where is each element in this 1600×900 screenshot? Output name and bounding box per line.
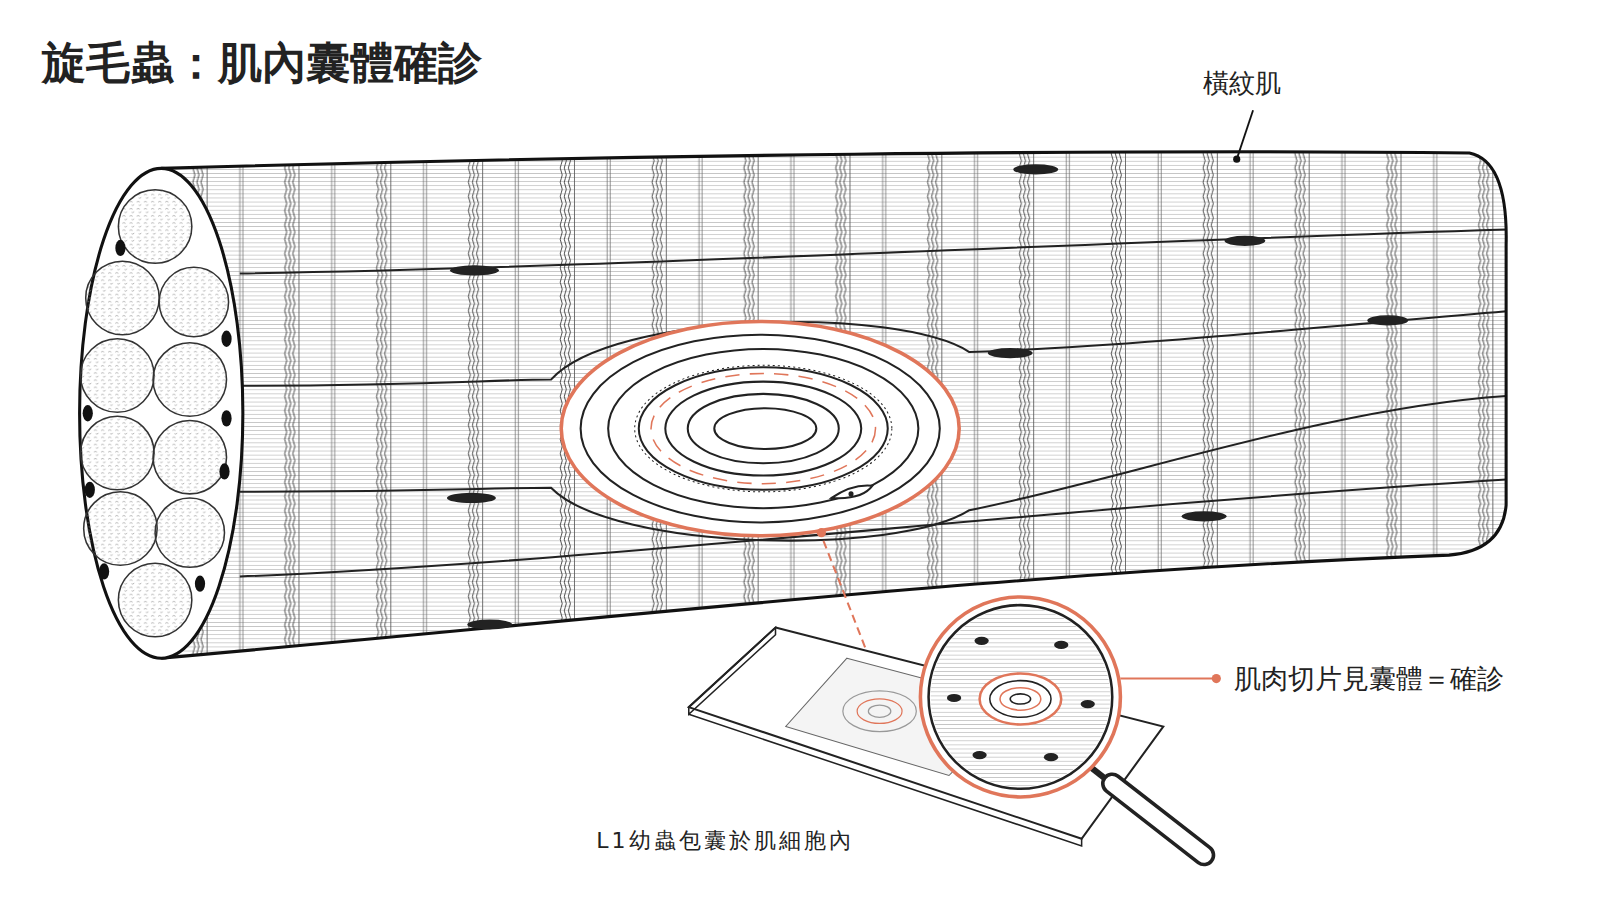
nucleus	[947, 694, 961, 702]
lens-cyst	[980, 673, 1062, 724]
larva-cyst	[561, 321, 959, 535]
specimen-ring	[868, 705, 890, 717]
muscle-outline	[161, 152, 1506, 658]
callout-leader	[1120, 678, 1212, 680]
nucleus	[1044, 753, 1058, 761]
nucleus	[99, 563, 109, 579]
larva-coil	[639, 367, 888, 489]
section-face	[80, 168, 243, 658]
nucleus	[450, 265, 499, 275]
fiber-section	[81, 416, 154, 489]
nucleus	[974, 637, 988, 645]
callout-leader	[1238, 110, 1253, 156]
lens-rim	[920, 597, 1120, 797]
callout-dot	[1212, 674, 1221, 683]
larva-coil	[665, 382, 861, 476]
nucleus	[195, 576, 205, 592]
cyst-wall	[561, 321, 959, 535]
diagnosis-label-block: 肌肉切片見囊體＝確診	[1234, 661, 1504, 697]
nucleus	[1367, 315, 1408, 325]
caption-label: L1幼蟲包囊於肌細胞內	[596, 826, 853, 856]
striation-texture	[153, 143, 1520, 674]
magnifier-handle	[1112, 784, 1204, 855]
muscle-label: 橫紋肌	[1203, 66, 1281, 101]
nucleus	[1081, 700, 1095, 708]
nucleus	[447, 493, 496, 503]
nucleus	[1013, 164, 1058, 174]
coiled-larva	[608, 349, 918, 508]
larva-coil	[608, 349, 918, 508]
cross-section	[80, 168, 243, 658]
nucleus	[221, 410, 231, 426]
lens-larva	[1000, 688, 1041, 710]
magnifier	[920, 597, 1204, 855]
section-nuclei	[83, 240, 232, 592]
larva-coil	[688, 394, 839, 463]
lens-larva	[1010, 694, 1030, 704]
nucleus	[467, 619, 512, 629]
specimen-ring	[843, 691, 916, 732]
larva-coil	[714, 408, 816, 449]
nucleus	[1054, 641, 1068, 649]
larva-coil	[635, 365, 892, 492]
callout-dot	[1233, 156, 1240, 163]
diagnosis-label: 肌肉切片見囊體＝確診	[1234, 661, 1504, 697]
title-block: 旋毛蟲：肌內囊體確診	[42, 34, 482, 93]
fiber-section	[84, 492, 157, 565]
specimen-ring	[857, 699, 902, 723]
fiber-section	[155, 498, 224, 567]
lens-fibers	[923, 602, 1117, 796]
nuclei	[447, 164, 1408, 629]
cyst-inner-wall	[581, 335, 940, 523]
leader-line	[823, 541, 867, 653]
title: 旋毛蟲：肌內囊體確診	[42, 34, 482, 93]
fiber-section	[153, 343, 226, 416]
fiber-section	[153, 420, 226, 493]
fiber-section	[118, 563, 191, 636]
nucleus	[85, 482, 95, 498]
slide-specimen	[843, 691, 916, 732]
nucleus	[988, 348, 1033, 358]
lens-view	[923, 602, 1117, 796]
nucleus	[221, 331, 231, 347]
caption-label-block: L1幼蟲包囊於肌細胞內	[596, 826, 853, 856]
fiber-section	[81, 339, 154, 412]
leader-dot	[817, 528, 826, 537]
nucleus	[1182, 511, 1227, 521]
lens-nuclei	[947, 637, 1095, 761]
fiber-section	[118, 190, 191, 263]
muscle-bundle	[153, 143, 1520, 674]
fiber-boundaries	[240, 230, 1506, 577]
nucleus	[219, 463, 229, 479]
nucleus	[972, 751, 986, 759]
lens-larva	[990, 681, 1051, 718]
magnifier-handle-fill	[1112, 784, 1204, 855]
fiber-sections	[81, 190, 229, 637]
nucleus	[1224, 236, 1265, 246]
muscle-label-block: 橫紋肌	[1203, 66, 1281, 101]
larva-highlight	[651, 373, 875, 483]
fiber-texture	[153, 143, 1520, 674]
fiber-section	[86, 261, 159, 334]
fiber-boundary	[240, 230, 1506, 274]
fiber-section	[159, 267, 228, 336]
nucleus	[115, 240, 125, 256]
larva-eye	[848, 491, 853, 496]
larva-head	[832, 485, 873, 498]
nucleus	[83, 405, 93, 421]
